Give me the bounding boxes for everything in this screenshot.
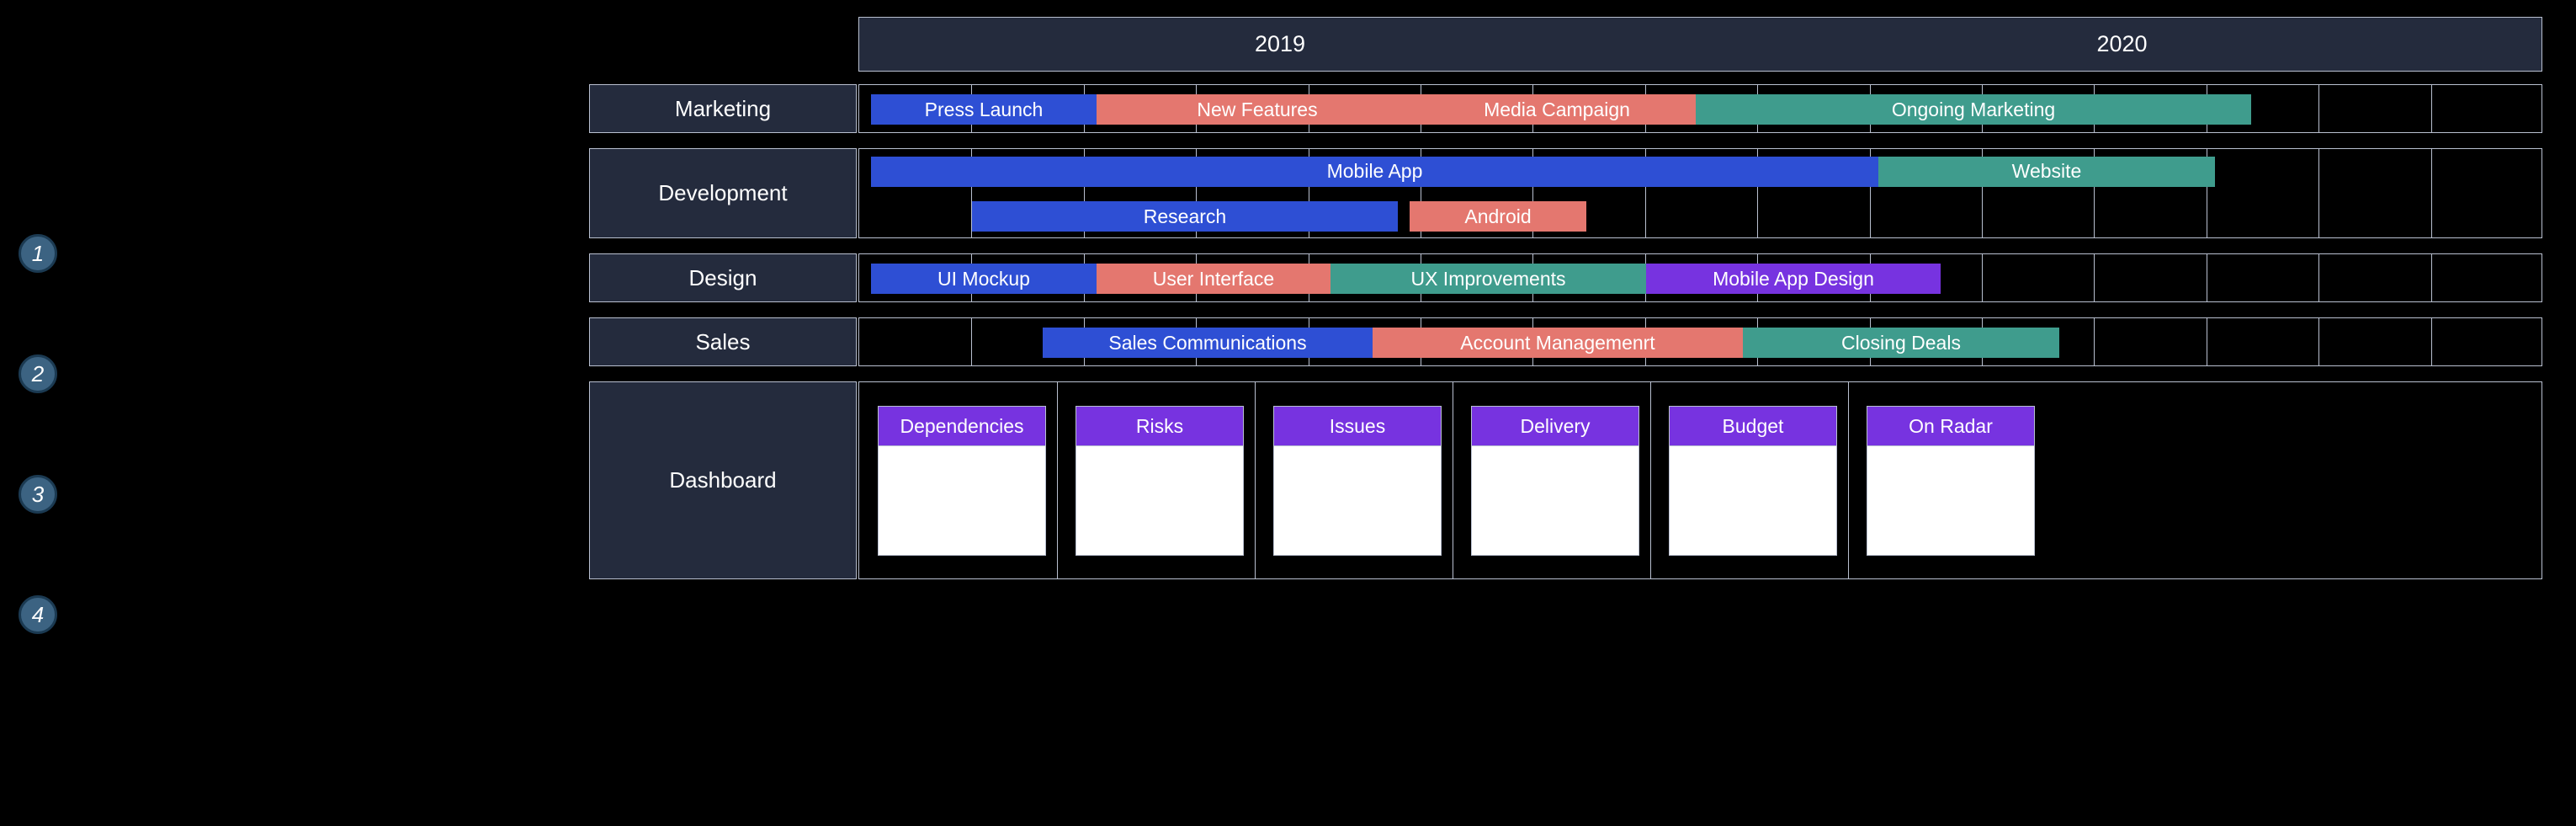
task-bar-user-interface[interactable]: User Interface (1097, 264, 1330, 294)
timeline-gridline (2094, 318, 2095, 365)
timeline-gridline (971, 318, 972, 365)
year-label-2020: 2020 (2096, 31, 2148, 56)
timeline-gridline (2318, 85, 2319, 132)
task-bar-press-launch[interactable]: Press Launch (871, 94, 1097, 125)
swimlane-label-marketing[interactable]: Marketing (589, 84, 857, 133)
dashboard-card-body-risks[interactable] (1076, 446, 1244, 556)
task-bar-ux-improvements[interactable]: UX Improvements (1330, 264, 1646, 294)
dashboard-card-title-delivery: Delivery (1471, 406, 1639, 446)
dashboard-card-body-dependencies[interactable] (878, 446, 1046, 556)
dashboard-card-body-issues[interactable] (1273, 446, 1442, 556)
task-bar-ongoing-marketing[interactable]: Ongoing Marketing (1696, 94, 2251, 125)
task-bar-ui-mockup[interactable]: UI Mockup (871, 264, 1097, 294)
task-bar-mobile-app-design[interactable]: Mobile App Design (1646, 264, 1941, 294)
timeline-gridline (1084, 149, 1085, 237)
task-bar-closing-deals[interactable]: Closing Deals (1743, 328, 2059, 358)
task-bar-account-managemenrt[interactable]: Account Managemenrt (1373, 328, 1743, 358)
dashboard-card-delivery[interactable]: Delivery (1471, 406, 1639, 556)
timeline-gridline (971, 149, 972, 237)
dashboard-card-title-risks: Risks (1076, 406, 1244, 446)
task-bar-website[interactable]: Website (1878, 156, 2215, 187)
timeline-gridline (1982, 254, 1983, 301)
dashboard-separator (1848, 382, 1849, 578)
timeline-gridline (1532, 149, 1533, 237)
dashboard-card-on-radar[interactable]: On Radar (1867, 406, 2035, 556)
timeline-gridline (2431, 318, 2432, 365)
timeline-gridline (1645, 149, 1646, 237)
task-bar-sales-communications[interactable]: Sales Communications (1043, 328, 1373, 358)
dashboard-separator (1057, 382, 1058, 578)
dashboard-card-title-issues: Issues (1273, 406, 1442, 446)
step-badge-1: 1 (19, 234, 57, 273)
timeline-gridline (2431, 85, 2432, 132)
dashboard-card-body-delivery[interactable] (1471, 446, 1639, 556)
task-bar-new-features[interactable]: New Features (1097, 94, 1418, 125)
timeline-gridline (2318, 318, 2319, 365)
timeline-gridline (2318, 254, 2319, 301)
dashboard-card-issues[interactable]: Issues (1273, 406, 1442, 556)
dashboard-separator (1255, 382, 1256, 578)
dashboard-card-risks[interactable]: Risks (1076, 406, 1244, 556)
timeline-gridline (2431, 254, 2432, 301)
dashboard-grid: Dependencies Risks Issues Delivery Budget On … (858, 381, 2542, 579)
step-badge-3: 3 (19, 475, 57, 514)
timeline-gridline (2094, 254, 2095, 301)
swimlane-label-dashboard[interactable]: Dashboard (589, 381, 857, 579)
timeline-year-header: 2019 2020 (858, 17, 2542, 72)
dashboard-card-title-budget: Budget (1669, 406, 1837, 446)
dashboard-card-body-budget[interactable] (1669, 446, 1837, 556)
step-badge-4: 4 (19, 595, 57, 634)
swimlane-label-design[interactable]: Design (589, 253, 857, 302)
task-bar-research[interactable]: Research (972, 201, 1398, 232)
dashboard-separator (1650, 382, 1651, 578)
swimlane-label-sales[interactable]: Sales (589, 317, 857, 366)
timeline-gridline (1196, 149, 1197, 237)
timeline-gridline (1982, 149, 1983, 237)
task-bar-mobile-app[interactable]: Mobile App (871, 156, 1878, 187)
dashboard-card-budget[interactable]: Budget (1669, 406, 1837, 556)
timeline-gridline (2431, 149, 2432, 237)
task-bar-media-campaign[interactable]: Media Campaign (1418, 94, 1696, 125)
swimlane-row-dashboard: Dashboard Dependencies Risks Issues Delivery… (589, 381, 2542, 579)
timeline-gridline (2094, 149, 2095, 237)
swimlane-label-development[interactable]: Development (589, 148, 857, 238)
dashboard-card-title-on-radar: On Radar (1867, 406, 2035, 446)
year-label-2019: 2019 (1254, 31, 1306, 56)
dashboard-card-body-on-radar[interactable] (1867, 446, 2035, 556)
step-badge-2: 2 (19, 354, 57, 393)
timeline-gridline (2318, 149, 2319, 237)
timeline-gridline (1757, 149, 1758, 237)
dashboard-card-title-dependencies: Dependencies (878, 406, 1046, 446)
timeline-gridline (1870, 149, 1871, 237)
task-bar-android[interactable]: Android (1410, 201, 1586, 232)
dashboard-card-dependencies[interactable]: Dependencies (878, 406, 1046, 556)
